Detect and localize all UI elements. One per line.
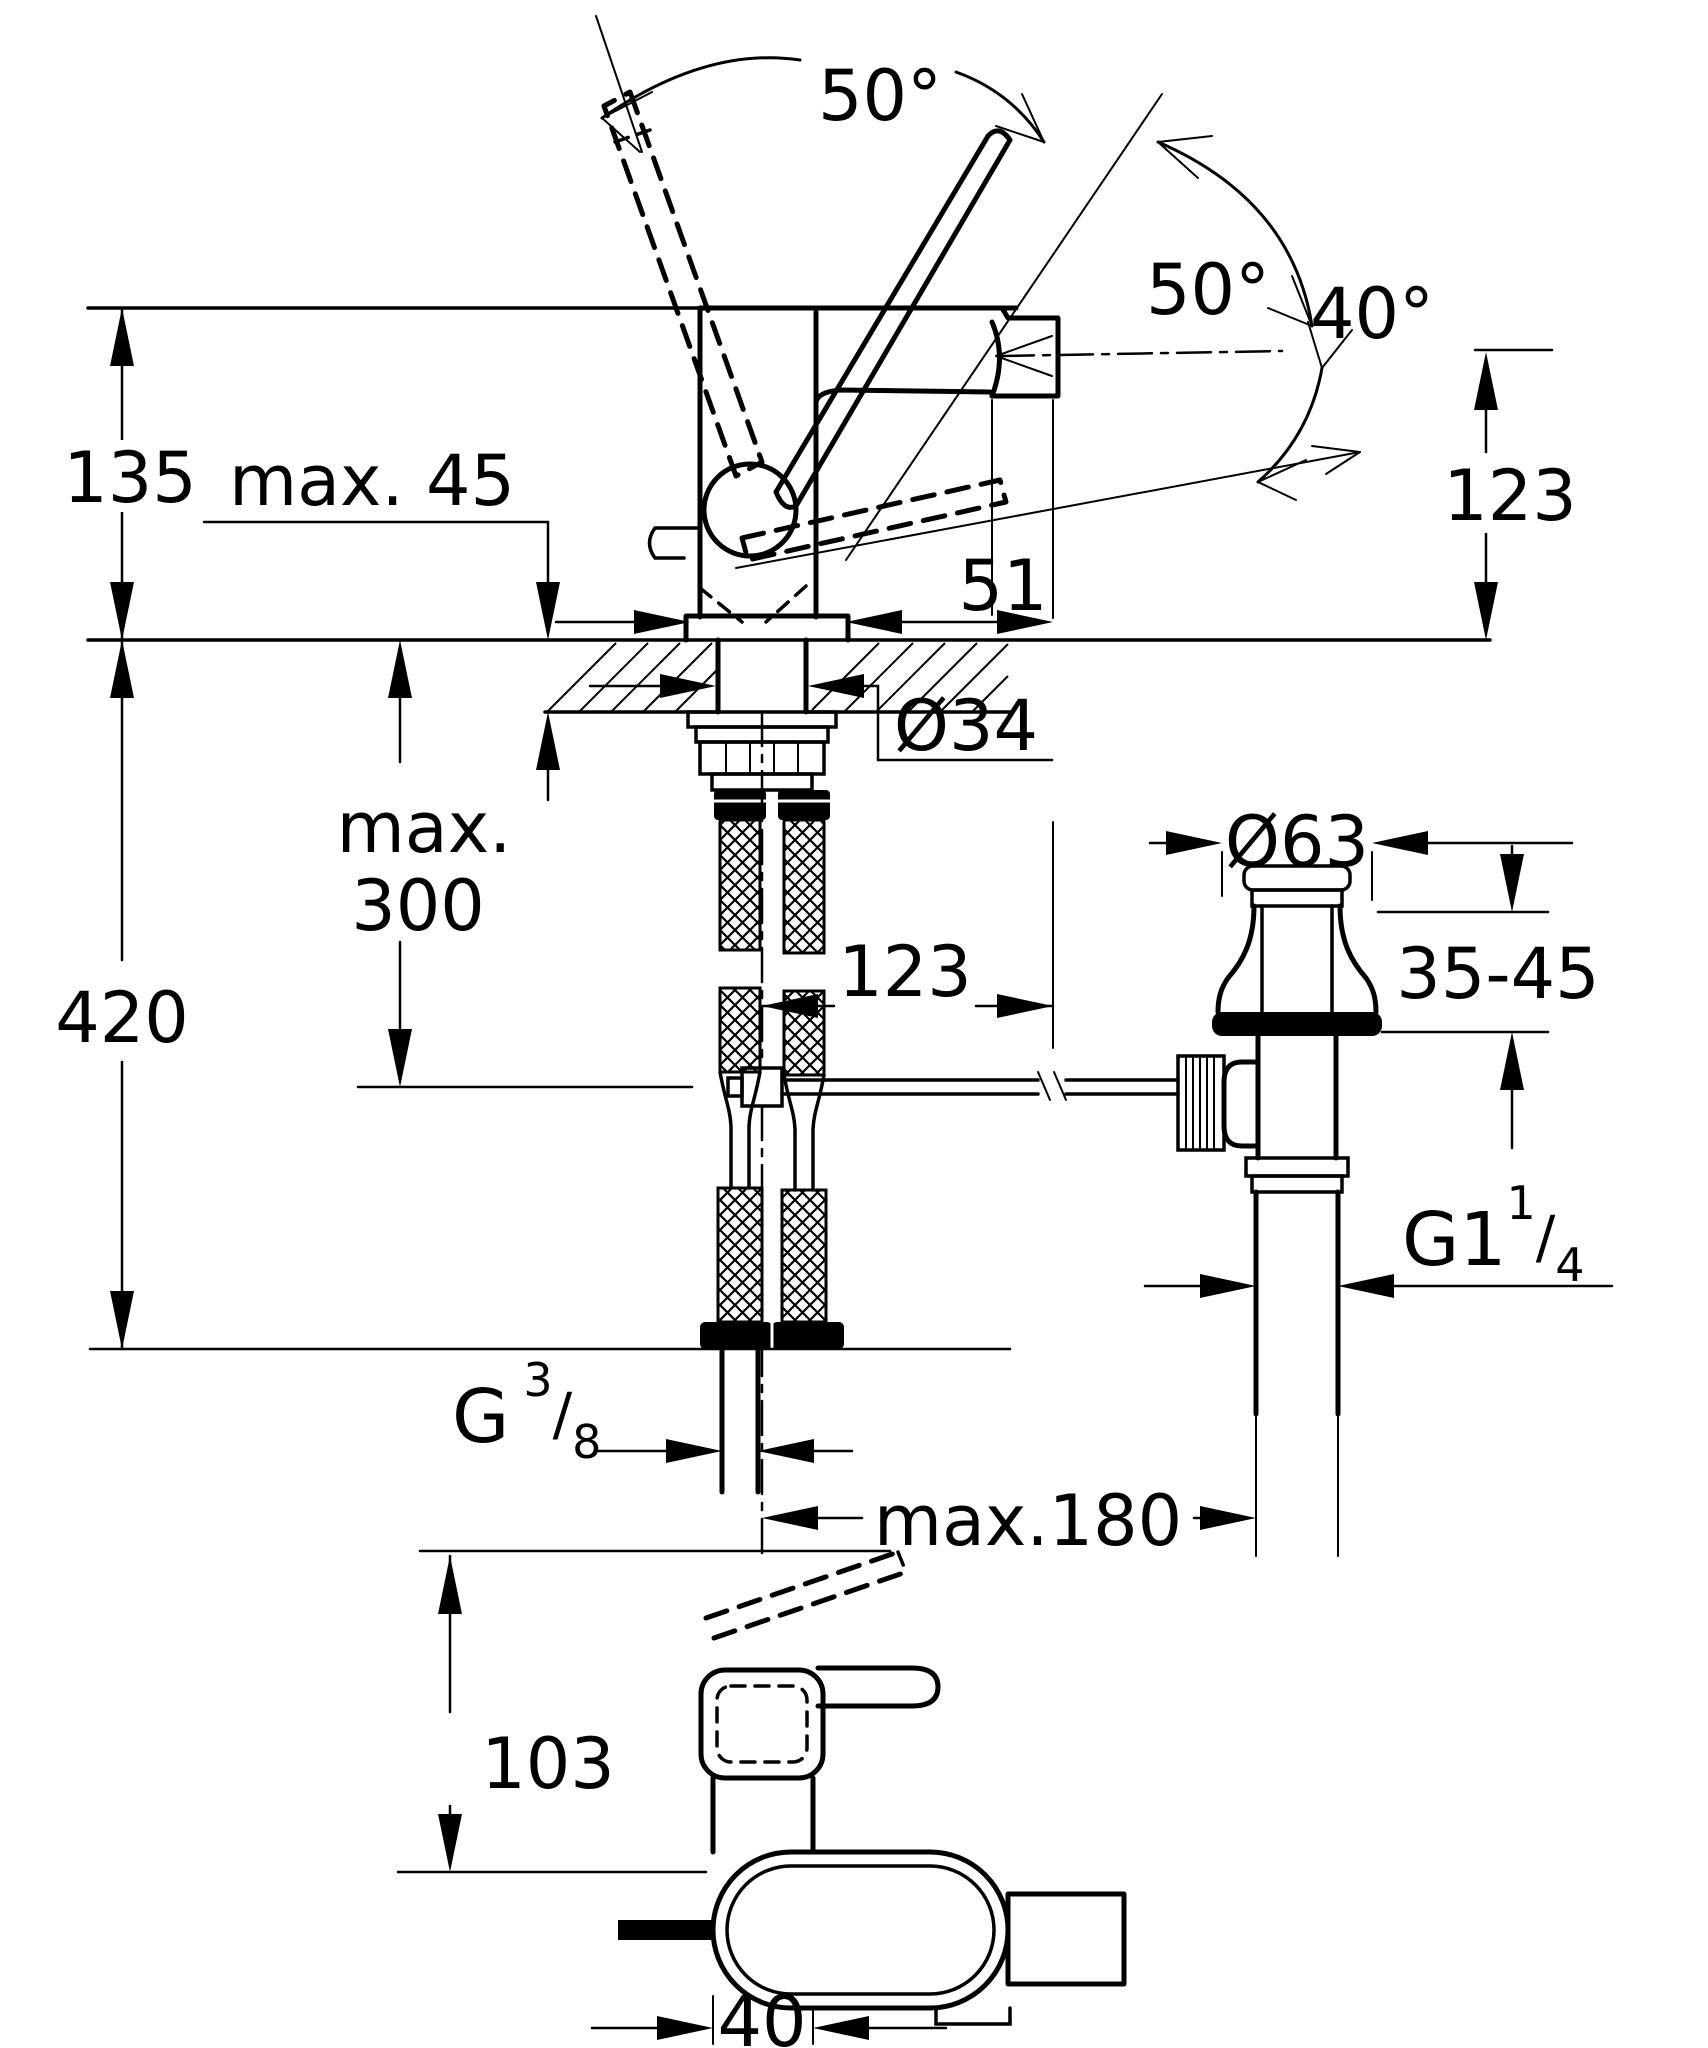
- valve-dome-left: [1215, 903, 1257, 1015]
- hose-left-upper: [718, 818, 762, 952]
- valve-locknut-lower: [1250, 1174, 1344, 1194]
- labels: 50° 50° 40° 135 max. 45 123 51 Ø34 max. …: [52, 55, 1604, 2048]
- lever-axis-line: [845, 93, 1163, 561]
- ball-joint: [701, 461, 799, 559]
- label-height-to-top: 135: [63, 437, 197, 519]
- spray-axis-arrowhead-icon: [995, 335, 1053, 377]
- topview-lever-dash-1: [703, 1549, 901, 1621]
- valve-seal-ring: [1212, 1012, 1382, 1036]
- faucet-top-view: [396, 1549, 1127, 2045]
- label-hose-clearance-word: max.: [337, 787, 512, 869]
- handle-raised-cap: [613, 128, 652, 144]
- label-body-width: 40: [717, 1981, 806, 2048]
- label-body-depth: 103: [481, 1723, 615, 1805]
- angle-arcs: [600, 56, 1353, 501]
- topview-outlet-box: [1005, 1891, 1127, 1987]
- outlet-block: [989, 305, 1061, 399]
- supply-hoses: [700, 790, 844, 1495]
- topview-rod-tab: [618, 1920, 713, 1940]
- rod-break-symbol: [1037, 1071, 1067, 1101]
- dimensions: [88, 306, 1614, 1530]
- base-plate: [683, 613, 851, 643]
- valve-knob-knurl: [1185, 1055, 1215, 1151]
- label-center-distance: 123: [838, 931, 972, 1013]
- label-drain-thread: G11/4: [1402, 1176, 1585, 1292]
- valve-locknut-upper: [1244, 1156, 1350, 1178]
- handle-lowered-axis: [735, 451, 1361, 569]
- hose-left-lower: [718, 986, 762, 1074]
- label-swing-angle-right: 50°: [1146, 249, 1270, 331]
- faucet-side-view: [86, 15, 1554, 643]
- label-spray-angle: 40°: [1310, 273, 1434, 355]
- hose-fitting-left: [714, 790, 766, 820]
- label-overall-height: 420: [55, 977, 189, 1059]
- label-waste-deck-range: 35-45: [1396, 933, 1599, 1015]
- deck-hatching: [546, 642, 1009, 713]
- topview-lever-cap: [896, 1550, 908, 1574]
- label-deck-thickness: max. 45: [229, 440, 515, 522]
- hose-left-taper: [718, 1070, 762, 1190]
- hose-fitting-right: [778, 790, 830, 820]
- rod-t-coupler: [740, 1066, 784, 1108]
- label-handle-height: 123: [1443, 455, 1577, 537]
- label-rod-reach: max.180: [874, 1480, 1182, 1562]
- lever-handle: [773, 128, 1013, 510]
- mounting-deck: [86, 637, 1492, 715]
- topview-cartridge-inner: [715, 1684, 809, 1764]
- nut-notches: [725, 741, 799, 775]
- label-spout-reach: 51: [958, 545, 1047, 627]
- topview-body-oval-inner: [725, 1864, 996, 1996]
- lever-bottom-dashes: [698, 584, 808, 624]
- hose-right-upper: [782, 818, 826, 955]
- valve-rod-port: [1221, 1059, 1261, 1149]
- popup-waste-valve: [1176, 864, 1550, 1557]
- pop-up-rod: [726, 710, 1180, 1558]
- connector-nut-left: [700, 1322, 772, 1349]
- label-hose-clearance-value: 300: [351, 865, 485, 947]
- handle-raised-axis: [595, 15, 643, 153]
- spout-underside: [813, 387, 993, 405]
- topview-cartridge-housing: [698, 1667, 826, 1781]
- hose-right-taper: [782, 1073, 826, 1192]
- rod-coupler-cap: [726, 1076, 744, 1098]
- hose-right-end: [780, 1188, 828, 1324]
- topview-lever-dash-2: [711, 1569, 909, 1641]
- label-swing-angle-upper: 50°: [818, 55, 942, 137]
- spray-axis-line: [998, 349, 1284, 358]
- outlet-mouth-arc: [989, 319, 1002, 399]
- handle-raised-phantom: [601, 89, 765, 479]
- valve-dome-right: [1337, 903, 1379, 1015]
- body-hook: [647, 526, 702, 560]
- valve-cap-base: [1250, 888, 1344, 908]
- label-hole-diameter: Ø34: [894, 685, 1038, 767]
- handle-lowered-phantom: [739, 477, 1009, 563]
- hose-left-end: [716, 1186, 764, 1324]
- label-waste-flange-dia: Ø63: [1225, 801, 1369, 883]
- topview-bottom-tab: [934, 2006, 1012, 2026]
- lowered-axis-arrowhead-icon: [1311, 445, 1361, 475]
- connector-nut-right: [772, 1322, 844, 1349]
- topview-spout-bar: [815, 1665, 941, 1709]
